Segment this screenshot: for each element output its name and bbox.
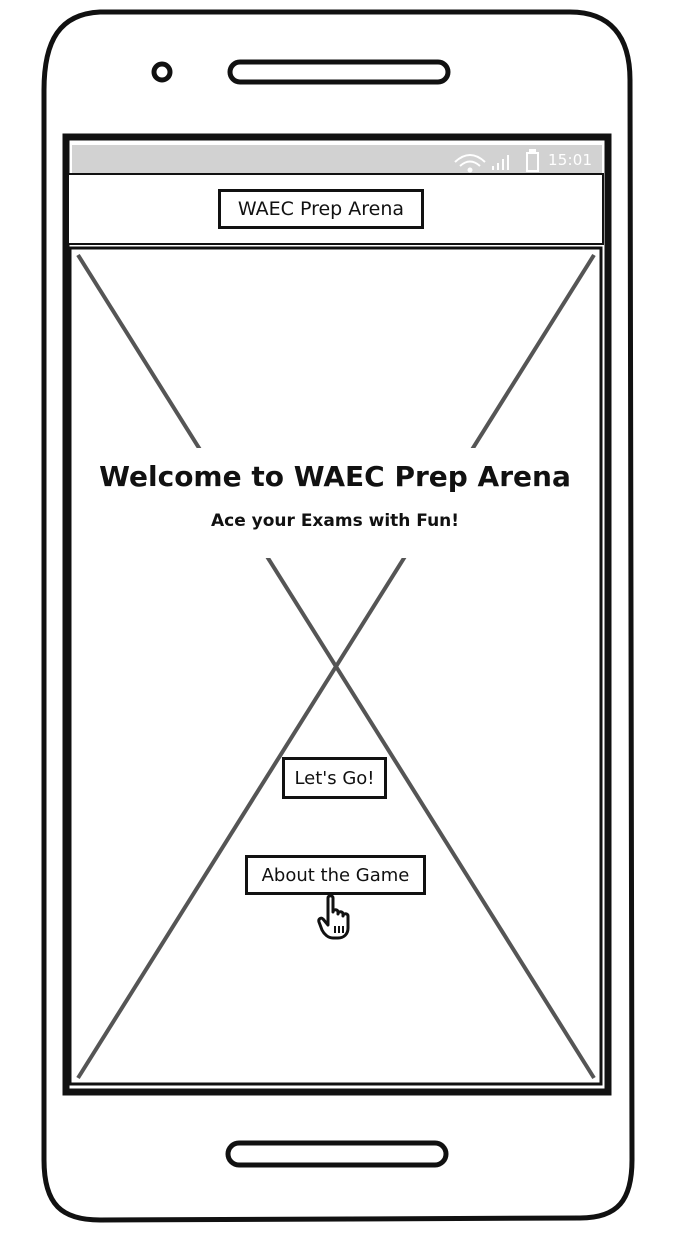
image-placeholder (76, 253, 596, 1080)
status-bar (72, 145, 602, 174)
status-bar-time: 15:01 (548, 151, 593, 169)
about-game-button[interactable]: About the Game (245, 855, 426, 895)
signal-icon (492, 155, 509, 170)
welcome-title: Welcome to WAEC Prep Arena (99, 460, 571, 493)
speaker-slot (227, 59, 451, 85)
wifi-icon (454, 154, 486, 173)
welcome-subtitle: Ace your Exams with Fun! (210, 511, 460, 531)
welcome-section: Welcome to WAEC Prep Arena Ace your Exam… (90, 448, 580, 558)
hand-pointer-icon (317, 894, 350, 940)
front-camera (151, 61, 173, 83)
battery-icon (526, 149, 539, 172)
lets-go-button[interactable]: Let's Go! (282, 757, 387, 799)
app-title: WAEC Prep Arena (218, 189, 424, 229)
home-button (225, 1140, 449, 1168)
